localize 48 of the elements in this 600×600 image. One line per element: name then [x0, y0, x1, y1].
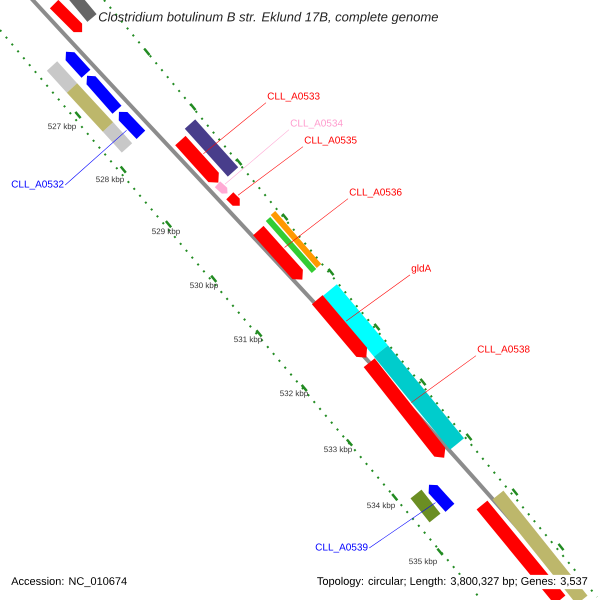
tick-label: 534 kbp [367, 502, 395, 510]
gene-block [364, 358, 446, 458]
gene-block [226, 192, 240, 206]
gene-block [102, 122, 132, 153]
gene-label: CLL_A0538 [478, 346, 530, 354]
leader-line [284, 198, 348, 248]
gene-block [50, 0, 82, 32]
leader-line [203, 102, 266, 154]
accession-text: Accession: NC_010674 [11, 576, 127, 588]
tick-label: 532 kbp [280, 390, 308, 398]
leader-line [368, 502, 436, 548]
leader-line [64, 130, 127, 186]
genome-info-text: Topology: circular; Length: 3,800,327 bp; Genes: 3,537 [314, 574, 590, 590]
gene-block [270, 211, 322, 268]
tick-label: 531 kbp [234, 336, 262, 344]
gene-block [253, 226, 303, 280]
gene-label: CLL_A0535 [304, 136, 357, 146]
gene-block [410, 490, 440, 522]
gene-block [175, 136, 219, 183]
gene-block [374, 345, 464, 450]
gene-block [66, 52, 90, 78]
gene-label: CLL_A0536 [350, 188, 402, 198]
gene-block [184, 119, 238, 177]
gene-block [323, 284, 388, 357]
leader-line [238, 146, 304, 196]
leader-line [410, 355, 476, 403]
gene-label: CLL_A0533 [268, 92, 320, 102]
gene-block [46, 61, 78, 93]
leader-line [224, 129, 290, 184]
gene-block [86, 76, 122, 114]
gene-label: gldA [412, 264, 432, 274]
tick-label: 535 kbp [409, 558, 437, 566]
gene-label: CLL_A0532 [12, 180, 64, 190]
gene-block [214, 181, 228, 194]
gene-block [118, 112, 146, 139]
gene-label: CLL_A0539 [316, 544, 368, 552]
tick-label: 530 kbp [190, 282, 218, 290]
gene-block [266, 217, 316, 273]
gene-block [428, 484, 454, 512]
gene-block [67, 0, 97, 22]
tick-label: 527 kbp [48, 123, 76, 131]
tick-label: 529 kbp [152, 228, 180, 236]
leader-line [346, 274, 410, 322]
title: Clostridium botulinum B str. Eklund 17B, complete genome [98, 12, 438, 24]
gene-label: CLL_A0534 [290, 120, 343, 128]
tick-label: 528 kbp [96, 176, 124, 184]
tick-label: 533 kbp [324, 446, 352, 454]
gene-block [312, 295, 368, 358]
